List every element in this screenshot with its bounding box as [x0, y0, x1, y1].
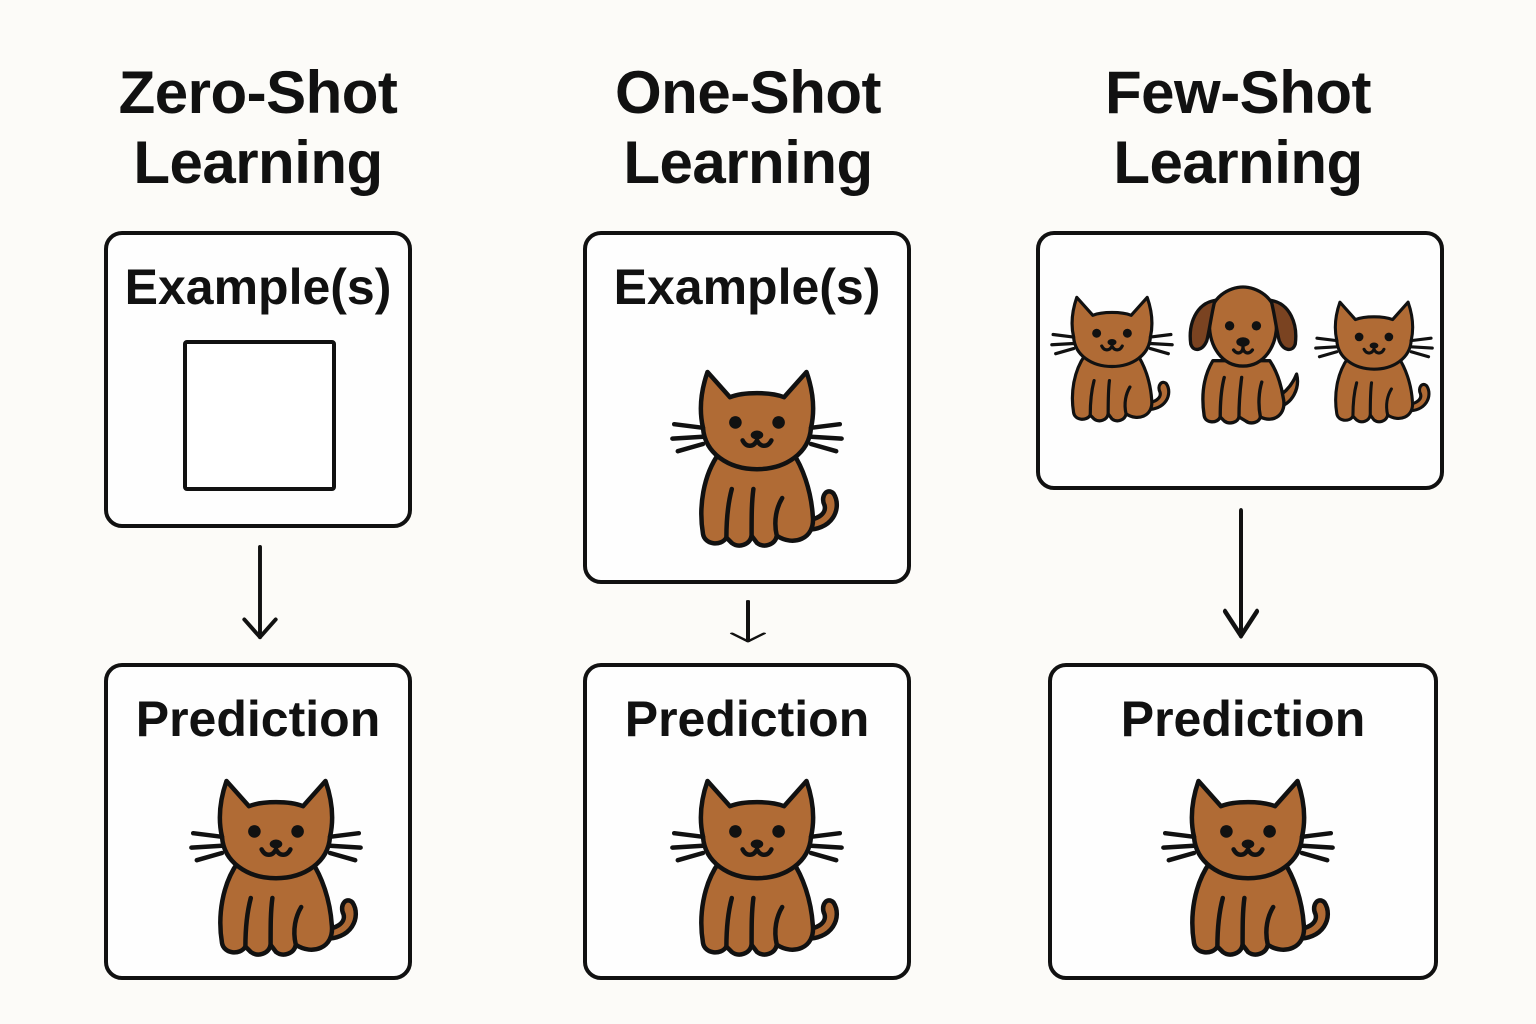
cat-icon [667, 763, 847, 961]
cat-icon [667, 347, 847, 559]
empty-square-icon [183, 340, 336, 491]
dog-icon [1176, 261, 1310, 447]
one-shot-examples-box: Example(s) [583, 231, 911, 584]
examples-label: Example(s) [124, 259, 392, 315]
down-arrow-icon [1221, 508, 1261, 644]
title-line-1: Zero-Shot [118, 59, 398, 126]
title-line-2: Learning [1113, 129, 1363, 196]
one-shot-title: One-Shot Learning [538, 58, 958, 198]
zero-shot-examples-box: Example(s) [104, 231, 412, 528]
cat-icon [1312, 269, 1436, 447]
prediction-label: Prediction [135, 691, 381, 747]
down-arrow-icon [240, 545, 280, 643]
few-shot-title: Few-Shot Learning [1028, 58, 1448, 198]
title-line-1: Few-Shot [1105, 59, 1371, 126]
cat-icon [186, 763, 366, 961]
zero-shot-title: Zero-Shot Learning [48, 58, 468, 198]
zero-shot-prediction-box: Prediction [104, 663, 412, 980]
prediction-label: Prediction [1120, 691, 1366, 747]
few-shot-examples-box [1036, 231, 1444, 490]
down-arrow-icon [728, 600, 768, 644]
prediction-label: Prediction [624, 691, 870, 747]
title-line-1: One-Shot [615, 59, 881, 126]
title-line-2: Learning [133, 129, 383, 196]
few-shot-prediction-box: Prediction [1048, 663, 1438, 980]
examples-label: Example(s) [613, 259, 881, 315]
title-line-2: Learning [623, 129, 873, 196]
one-shot-prediction-box: Prediction [583, 663, 911, 980]
cat-icon [1048, 263, 1176, 447]
cat-icon [1158, 763, 1338, 961]
